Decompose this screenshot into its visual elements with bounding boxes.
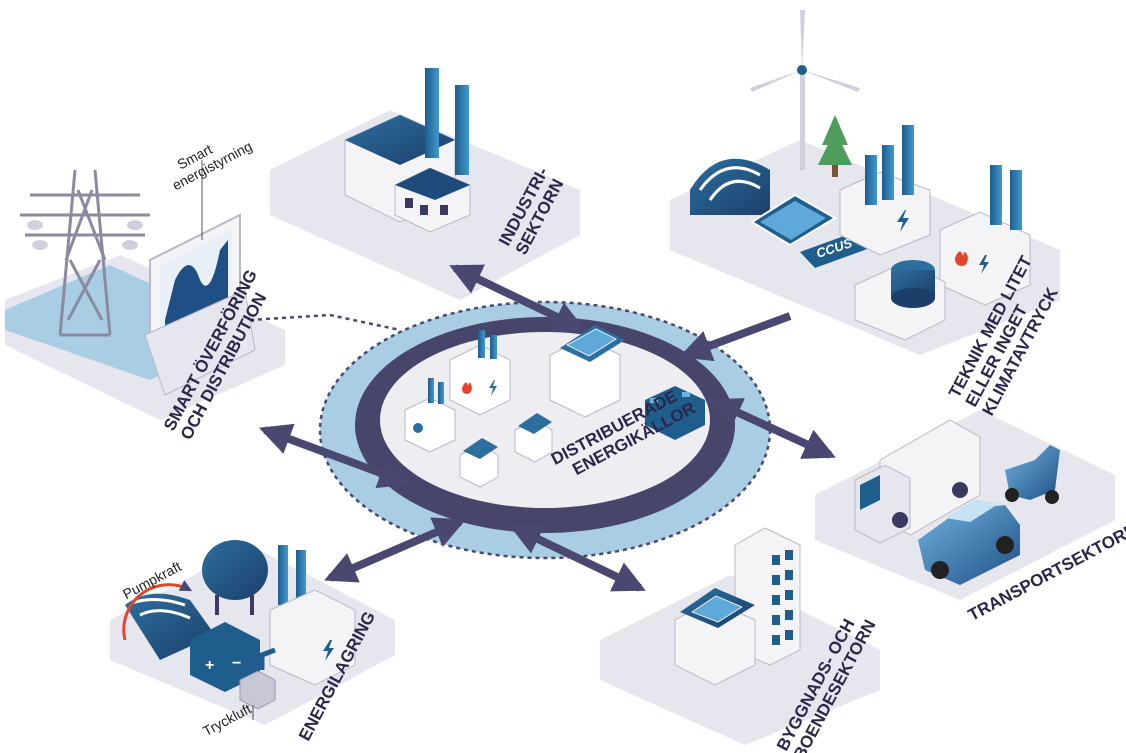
arrow-storage	[330, 522, 460, 578]
svg-text:+: +	[205, 657, 214, 674]
svg-text:−: −	[232, 655, 241, 672]
arrow-tech	[685, 316, 790, 355]
